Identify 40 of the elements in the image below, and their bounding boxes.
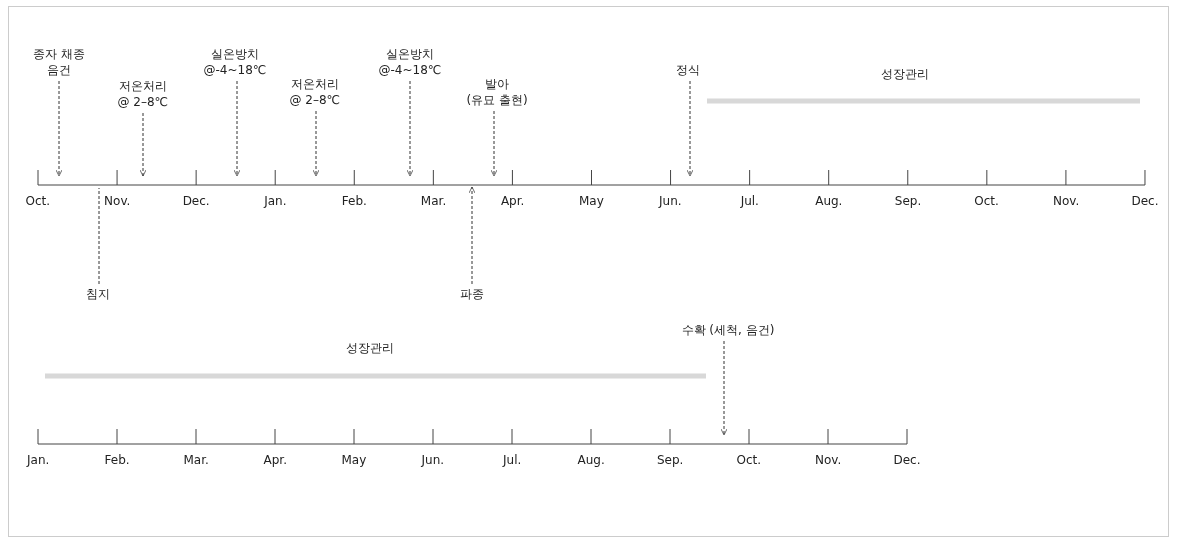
month-label: Jun.: [659, 193, 682, 209]
month-label: Jul.: [740, 193, 759, 209]
callout-text: 정식: [676, 62, 700, 78]
month-label: May: [341, 452, 367, 468]
callout-text: 발아 (유묘 출현): [466, 76, 528, 108]
month-label: Jan.: [27, 452, 50, 468]
month-label: Oct.: [736, 452, 762, 468]
month-label: Dec.: [1131, 193, 1159, 209]
month-label: Oct.: [25, 193, 51, 209]
bar-label: 성장관리: [880, 66, 930, 82]
callout-text: 실온방치 @-4~18℃: [203, 46, 267, 78]
month-label: Aug.: [815, 193, 843, 209]
month-label: Jan.: [264, 193, 287, 209]
month-label: May: [579, 193, 604, 209]
month-label: Mar.: [420, 193, 447, 209]
callout-text: 저온처리 @ 2–8℃: [289, 76, 341, 108]
month-label: Jul.: [503, 452, 522, 468]
callout-text: 실온방치 @-4~18℃: [378, 46, 442, 78]
month-label: Sep.: [657, 452, 684, 468]
month-label: Nov.: [815, 452, 842, 468]
month-label: Nov.: [104, 193, 131, 209]
month-label: Jun.: [421, 452, 445, 468]
month-label: Apr.: [263, 452, 287, 468]
month-label: Sep.: [894, 193, 922, 209]
month-label: Feb.: [104, 452, 130, 468]
callout-text: 파종: [460, 286, 484, 302]
month-label: Aug.: [577, 452, 605, 468]
leader-line: [98, 187, 100, 285]
month-label: Oct.: [974, 193, 999, 209]
callout-text: 침지: [86, 286, 110, 302]
month-label: Apr.: [500, 193, 525, 209]
month-label: Feb.: [341, 193, 367, 209]
month-label: Dec.: [182, 193, 210, 209]
month-label: Nov.: [1052, 193, 1080, 209]
callout-text: 수확 (세척, 음건): [681, 322, 775, 338]
callout-text: 저온처리 @ 2–8℃: [117, 78, 169, 110]
month-label: Dec.: [893, 452, 921, 468]
month-label: Mar.: [183, 452, 209, 468]
bar-label: 성장관리: [345, 340, 395, 356]
callout-text: 종자 채종 음건: [33, 46, 85, 78]
